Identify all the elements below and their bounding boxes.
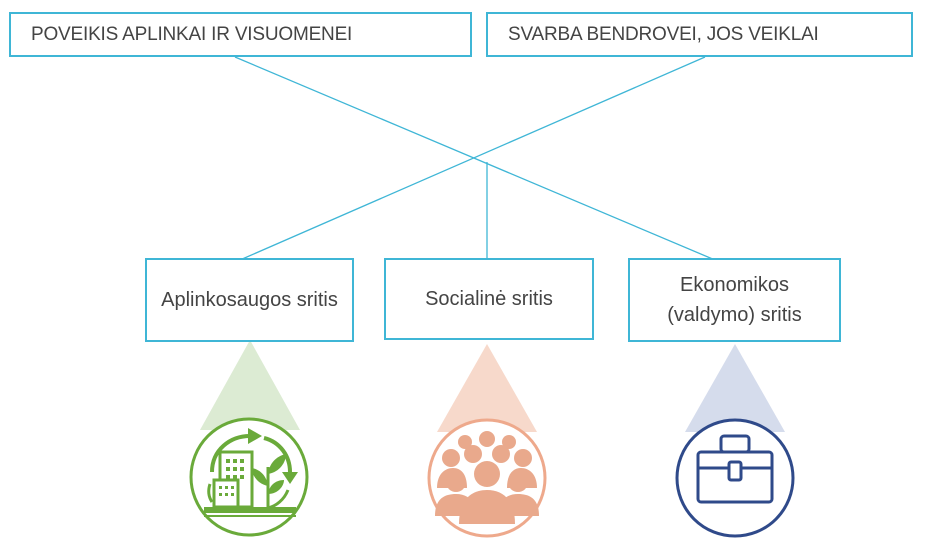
area-economic-label: Ekonomikos (valdymo) sritis <box>667 274 802 326</box>
connector-cross-line-a <box>234 56 716 261</box>
area-social-label: Socialinė sritis <box>425 288 553 310</box>
area-box-social: Socialinė sritis <box>384 258 594 340</box>
area-environment-label: Aplinkosaugos sritis <box>161 289 338 311</box>
connector-cross-line-b <box>239 56 706 261</box>
top-box-importance-label: SVARBA BENDROVEI, JOS VEIKLAI <box>508 23 819 45</box>
briefcase-icon <box>675 418 795 538</box>
area-box-economic: Ekonomikos (valdymo) sritis <box>628 258 841 342</box>
top-box-importance: SVARBA BENDROVEI, JOS VEIKLAI <box>486 12 913 57</box>
beam-environment <box>200 340 300 430</box>
beam-economic <box>685 344 785 432</box>
people-group-icon <box>427 418 547 538</box>
beam-social <box>437 344 537 432</box>
top-box-impact: POVEIKIS APLINKAI IR VISUOMENEI <box>9 12 472 57</box>
area-box-environment: Aplinkosaugos sritis <box>145 258 354 342</box>
top-box-impact-label: POVEIKIS APLINKAI IR VISUOMENEI <box>31 23 353 45</box>
eco-building-recycle-icon <box>189 417 309 537</box>
